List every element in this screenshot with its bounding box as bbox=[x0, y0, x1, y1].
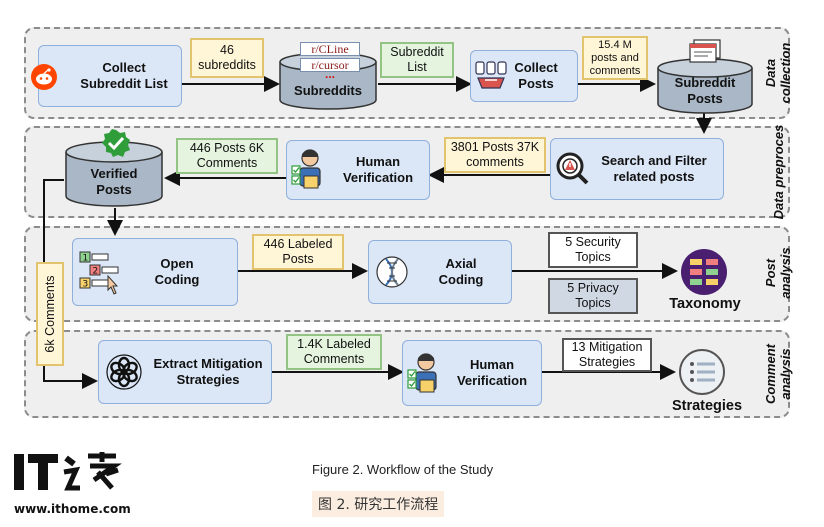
note-6k-comments: 6k Comments bbox=[43, 275, 57, 353]
list-select-icon: 1 2 3 bbox=[79, 251, 119, 295]
extract-mitigation-label: Extract Mitigation Strategies bbox=[153, 356, 263, 387]
note-15m-posts: 15.4 M posts and comments bbox=[582, 36, 648, 80]
verified-posts-label: Verified Posts bbox=[90, 166, 138, 197]
svg-text:2: 2 bbox=[93, 267, 99, 277]
taxonomy-label: Taxonomy bbox=[669, 296, 741, 312]
note-labeled-comments: 1.4K Labeled Comments bbox=[286, 334, 382, 370]
ithome-site-text: www.ithome.com bbox=[14, 502, 131, 516]
note-446-labeled: 446 Labeled Posts bbox=[252, 234, 344, 270]
collect-subreddit-list-label: Collect Subreddit List bbox=[80, 60, 168, 91]
search-filter-box: Search and Filter related posts bbox=[550, 138, 724, 200]
collect-subreddit-list-box: Collect Subreddit List bbox=[38, 45, 182, 107]
extract-mitigation-box: Extract Mitigation Strategies bbox=[98, 340, 272, 404]
svg-text:1: 1 bbox=[83, 254, 89, 264]
person-check-icon-1 bbox=[291, 149, 321, 189]
human-verification-label-1: Human Verification bbox=[342, 154, 414, 185]
subreddit-example-cline: r/CLine bbox=[300, 42, 360, 56]
ithome-logo bbox=[14, 452, 122, 491]
note-46-subreddits: 46 subreddits bbox=[190, 38, 264, 78]
collect-posts-label: Collect Posts bbox=[514, 60, 558, 91]
subreddit-posts-label: Subreddit Posts bbox=[674, 75, 736, 106]
axial-coding-label: Axial Coding bbox=[438, 256, 484, 287]
svg-text:3: 3 bbox=[83, 280, 89, 290]
note-446-posts: 446 Posts 6K Comments bbox=[176, 138, 278, 174]
figure-caption-cn: 图 2. 研究工作流程 bbox=[312, 491, 445, 517]
open-coding-label: Open Coding bbox=[154, 256, 200, 287]
note-security-topics: 5 Security Topics bbox=[548, 232, 638, 268]
taxonomy-icon bbox=[681, 249, 727, 295]
search-alert-icon bbox=[556, 152, 589, 185]
strategies-icon bbox=[679, 349, 725, 395]
figure-caption: Figure 2. Workflow of the Study bbox=[312, 462, 494, 477]
subreddit-example-cursor: r/cursor bbox=[300, 58, 360, 72]
note-subreddit-list: Subreddit List bbox=[380, 42, 454, 78]
subreddits-label: Subreddits bbox=[294, 83, 362, 98]
ai-knot-icon bbox=[106, 354, 142, 390]
open-coding-box: Open Coding bbox=[72, 238, 238, 306]
dna-icon bbox=[376, 256, 408, 288]
reddit-icon bbox=[31, 64, 57, 90]
strategies-label: Strategies bbox=[671, 398, 743, 414]
subreddit-example-more: ... bbox=[324, 67, 335, 81]
human-verification-label-2: Human Verification bbox=[456, 357, 528, 388]
webpage-stack-icon bbox=[689, 39, 721, 63]
note-3801-posts: 3801 Posts 37K comments bbox=[444, 137, 546, 173]
note-6k-comments-box bbox=[36, 262, 64, 366]
collect-posts-box: Collect Posts bbox=[470, 50, 578, 102]
person-check-icon-2 bbox=[407, 353, 437, 393]
collect-data-icon bbox=[475, 61, 507, 89]
subreddit-posts-cylinder bbox=[657, 58, 753, 114]
note-privacy-topics: 5 Privacy Topics bbox=[548, 278, 638, 314]
search-filter-label: Search and Filter related posts bbox=[601, 153, 707, 184]
checkmark-icon bbox=[102, 129, 130, 157]
note-13-mitigation: 13 Mitigation Strategies bbox=[562, 338, 652, 372]
